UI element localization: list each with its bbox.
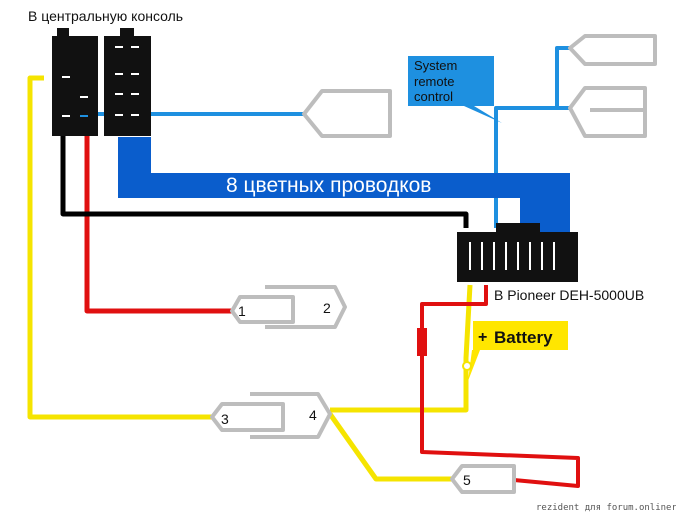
console-connector-right	[104, 28, 151, 136]
console-label: В центральную консоль	[28, 8, 183, 24]
red-wire-head-unit	[420, 285, 580, 488]
connector-number-2: 2	[323, 300, 331, 316]
console-connector-left	[52, 28, 98, 136]
wire-bundle	[118, 137, 570, 232]
black-wire	[60, 136, 469, 228]
connector-number-5: 5	[463, 472, 471, 488]
connector-3-4	[210, 392, 332, 439]
connector-blue-left	[302, 89, 392, 138]
connector-top-right-2	[568, 86, 647, 138]
connector-number-4: 4	[309, 407, 317, 423]
battery-plus: +	[478, 329, 487, 346]
battery-callout: + Battery	[462, 321, 568, 381]
inline-fuse	[417, 328, 427, 356]
credit-text: rezident для forum.onliner.by	[536, 503, 676, 513]
battery-label: Battery	[494, 328, 553, 347]
red-wire-to-connector-1	[84, 136, 232, 314]
connector-number-3: 3	[221, 411, 229, 427]
connector-1-2	[230, 285, 347, 329]
remote-callout: System remote control	[408, 56, 502, 123]
connector-5	[450, 464, 516, 494]
yellow-wire	[27, 75, 212, 420]
remote-label: System remote control	[414, 58, 461, 104]
bundle-label: 8 цветных проводков	[226, 174, 431, 197]
head-unit-label: В Pioneer DEH-5000UB	[494, 287, 644, 303]
yellow-wire-to-connector-5	[327, 412, 452, 482]
connector-top-right-1	[568, 34, 657, 66]
yellow-wire-to-head-unit	[330, 284, 473, 413]
connector-number-1: 1	[238, 303, 246, 319]
head-unit-plug	[457, 223, 578, 282]
